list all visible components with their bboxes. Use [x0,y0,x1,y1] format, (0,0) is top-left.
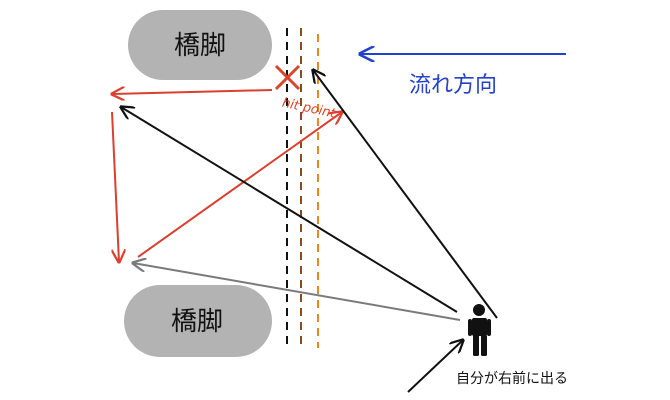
pier-bottom-label: 橋脚 [171,307,223,337]
red-arrow-diagonal [137,112,342,258]
pier-top-label: 橋脚 [174,31,226,61]
pier-bottom: 橋脚 [124,285,272,357]
black-arrow-to-left [121,107,458,313]
hit-point-label: hit point [281,96,338,122]
flow-direction-label: 流れ方向 [409,73,497,98]
pier-top-shape [128,10,272,80]
self-position-label: 自分が右前に出る [456,370,568,387]
person-icon [468,304,491,356]
black-arrow-upstream [313,70,498,319]
hit-point-cross-icon [274,64,301,91]
red-arrow-down [111,111,119,262]
pier-top: 橋脚 [128,10,272,80]
pier-bottom-shape [124,285,272,357]
black-arrow-to-person [407,340,463,393]
red-arrow-left [112,90,273,94]
gray-arrow-to-left [133,263,461,321]
